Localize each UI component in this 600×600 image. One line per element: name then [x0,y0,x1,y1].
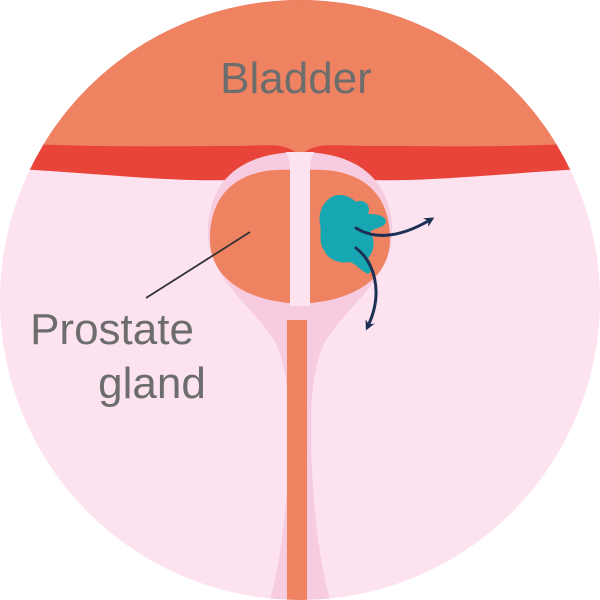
spread-arrow-right [354,217,435,237]
spread-arrow-down [354,246,378,331]
urethra-lower [287,320,307,600]
prostate-label-line2: gland [98,359,206,408]
prostate-leader-line [145,231,251,299]
prostate-left-lobe [209,169,290,303]
prostate-label-line1: Prostate [30,305,194,354]
tumor [319,195,386,274]
urethra-upper [286,152,314,306]
bladder-label: Bladder [220,54,372,103]
